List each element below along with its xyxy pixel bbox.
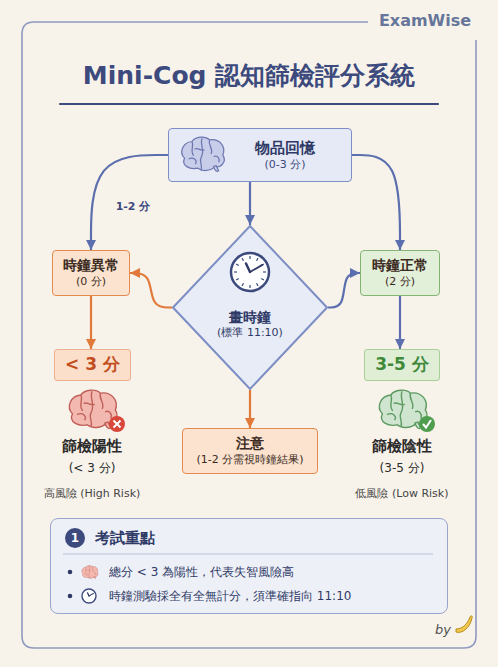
- diamond-outline: [172, 225, 328, 390]
- label-wrapper: by: [423, 619, 463, 638]
- clock-emoji-icon: [82, 589, 96, 603]
- node-heading: 3-5 分: [375, 354, 429, 375]
- edge-label: 1-2 分: [113, 200, 154, 214]
- brain-symbol: [182, 137, 224, 171]
- check-mark: [423, 420, 431, 428]
- clock-face: [231, 253, 269, 291]
- clock-tick: [242, 283, 244, 286]
- flow-arrow: [91, 155, 168, 250]
- outcome-heading: 篩檢陽性: [59, 437, 125, 456]
- node-heading: 物品回憶: [255, 139, 315, 158]
- clock-tick: [257, 283, 259, 286]
- negative-brain-icon: [379, 390, 435, 432]
- label-wrapper: 高風險 (High Risk): [2, 482, 182, 501]
- label-wrapper: (3-5 分): [312, 457, 492, 476]
- title-underline: [60, 103, 438, 105]
- decision-diamond: 畫時鐘(標準 11:10): [172, 225, 328, 390]
- flow-arrow: [352, 155, 400, 250]
- node-subtext: (1-2 分需視時鐘結果): [196, 453, 303, 467]
- clock-tick: [249, 285, 250, 288]
- cross-mark: [114, 421, 121, 428]
- score-band: < 3 分: [54, 349, 131, 381]
- node-heading: 時鐘正常: [372, 257, 428, 275]
- author-credit: by: [432, 622, 454, 638]
- label-wrapper: (< 3 分): [2, 457, 182, 476]
- clock-tick: [234, 271, 237, 272]
- clock-tick: [257, 258, 259, 261]
- flow-arrow: [249, 182, 251, 225]
- flow-arrow: [90, 296, 92, 349]
- score-band: 3-5 分: [364, 349, 440, 381]
- panel-divider: [63, 554, 433, 555]
- flow-arrow: [328, 273, 360, 308]
- diagram-title: Mini-Cog 認知篩檢評分系統: [83, 60, 415, 91]
- node-heading: 畫時鐘: [229, 309, 271, 327]
- clock-tick: [236, 264, 239, 266]
- outcome-score: (< 3 分): [66, 461, 119, 476]
- bullet-text: 總分 < 3 為陽性，代表失智風險高: [109, 563, 447, 581]
- connector-group: [91, 155, 400, 428]
- edge-label-wrapper: 1-2 分: [93, 195, 173, 214]
- label-wrapper: 低風險 (Low Risk): [312, 482, 492, 501]
- clock-icon: [231, 253, 269, 291]
- clock-tick: [263, 271, 266, 272]
- node-subtext: (0-3 分): [264, 158, 305, 172]
- label-wrapper: ExamWise: [365, 11, 485, 31]
- clock-minute-hand: [89, 593, 94, 596]
- node-subtext: (標準 11:10): [217, 326, 283, 340]
- label-wrapper: 篩檢陽性: [2, 436, 182, 456]
- node-subtext: (0 分): [76, 275, 106, 289]
- clock-minute-hand: [250, 265, 262, 272]
- callout-number: 1: [65, 528, 85, 548]
- banana-icon: [456, 616, 472, 632]
- clock-tick: [249, 256, 250, 259]
- brand-watermark: ExamWise: [376, 11, 474, 31]
- note-box: 注意(1-2 分需視時鐘結果): [182, 428, 318, 474]
- risk-note: 低風險 (Low Risk): [352, 487, 451, 501]
- flow-arrow: [249, 390, 251, 428]
- label-wrapper: 篩檢陰性: [312, 436, 492, 456]
- outcome-score: (3-5 分): [377, 461, 428, 476]
- bullet-dot: [68, 570, 73, 575]
- clock-face: [82, 589, 96, 603]
- callout-number-text: 1: [65, 528, 85, 548]
- node-heading: 時鐘異常: [63, 257, 119, 275]
- title-wrapper: Mini-Cog 認知篩檢評分系統: [0, 60, 498, 91]
- flow-arrow: [130, 273, 172, 308]
- bullet-text: 時鐘測驗採全有全無計分，須準確指向 11:10: [109, 587, 447, 605]
- key-points-panel: 考試重點總分 < 3 為陽性，代表失智風險高時鐘測驗採全有全無計分，須準確指向 …: [50, 518, 448, 614]
- outcome-heading: 篩檢陰性: [369, 437, 435, 456]
- node-heading: < 3 分: [65, 354, 120, 375]
- check-badge: [419, 416, 435, 432]
- clock-hour-hand: [246, 263, 250, 272]
- flow-arrow: [399, 296, 401, 349]
- result-box: 時鐘異常(0 分): [52, 250, 130, 296]
- clock-tick: [242, 258, 244, 261]
- clock-tick: [261, 279, 264, 281]
- brain-emoji-icon: [82, 566, 98, 579]
- node-heading: 考試重點: [95, 528, 447, 548]
- process-box: 物品回憶(0-3 分): [168, 128, 352, 182]
- diamond-shape: [173, 226, 327, 389]
- clock-tick: [236, 279, 239, 281]
- page-frame: [22, 22, 476, 648]
- risk-note: 高風險 (High Risk): [41, 487, 144, 501]
- node-subtext: (2 分): [385, 275, 415, 289]
- bullet-dot: [68, 594, 73, 599]
- positive-brain-icon: [69, 390, 125, 432]
- result-box: 時鐘正常(2 分): [360, 250, 440, 296]
- cross-badge: [109, 416, 125, 432]
- brain-icon: [177, 134, 227, 174]
- node-heading: 注意: [236, 435, 264, 453]
